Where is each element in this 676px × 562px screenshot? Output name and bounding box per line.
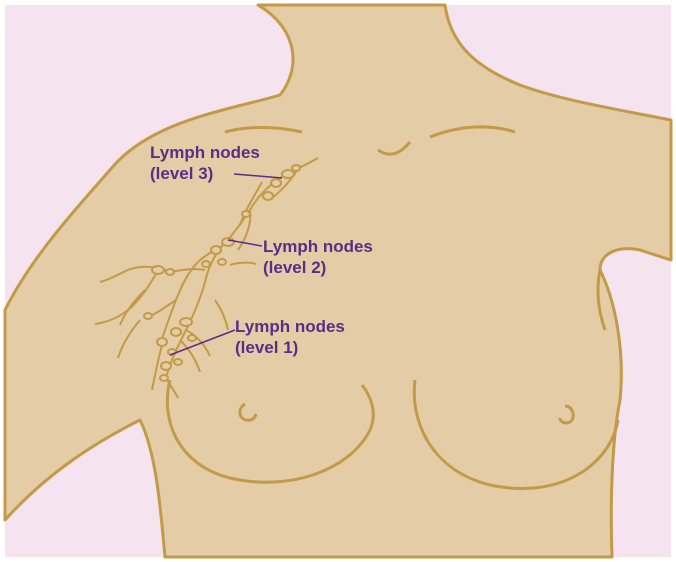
label-level-1-line1: Lymph nodes [235, 316, 345, 337]
label-level-3-line2: (level 3) [150, 163, 260, 184]
label-level-2-line1: Lymph nodes [263, 236, 373, 257]
label-level-2-line2: (level 2) [263, 257, 373, 278]
label-level-1: Lymph nodes (level 1) [235, 316, 345, 358]
label-level-1-line2: (level 1) [235, 337, 345, 358]
label-level-3: Lymph nodes (level 3) [150, 142, 260, 184]
label-level-2: Lymph nodes (level 2) [263, 236, 373, 278]
label-level-3-line1: Lymph nodes [150, 142, 260, 163]
